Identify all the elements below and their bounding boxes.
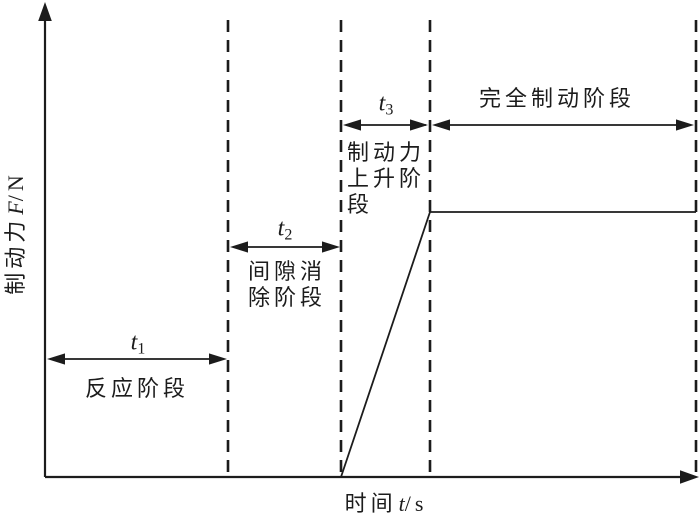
t1-base: t (130, 329, 138, 356)
y-axis-label: 制动力F/N (3, 171, 29, 294)
t3-arrowhead-right-icon (410, 119, 428, 131)
t1-arrowhead-right-icon (209, 353, 227, 365)
t2-base: t (277, 215, 285, 242)
t2-arrowhead-left-icon (230, 241, 248, 253)
x-axis-arrowhead-icon (680, 470, 699, 484)
force-curve (340, 211, 696, 478)
t3-base: t (378, 90, 386, 117)
phase-name-force-rise-line2: 上升阶 (347, 166, 426, 191)
y-axis-label-suffix: /N (3, 171, 28, 202)
x-axis-symbol: t (398, 491, 405, 516)
phase-name-reaction: 反应阶段 (84, 376, 190, 401)
phase-name-force-rise-line3: 段 (347, 192, 374, 217)
t3-duration-label: t3 (378, 90, 394, 119)
t1-sub: 1 (137, 340, 146, 358)
phase-name-force-rise-line1: 制动力 (347, 140, 426, 165)
phase-name-clearance-line1: 间隙消 (247, 259, 327, 284)
y-axis-label-prefix: 制动力 (3, 216, 28, 295)
t1-arrowhead-left-icon (47, 353, 65, 365)
x-axis-label-prefix: 时间 (344, 491, 397, 516)
full-braking-arrowhead-right-icon (676, 119, 694, 131)
phase-name-full-braking: 完全制动阶段 (478, 86, 636, 111)
t2-arrowhead-right-icon (322, 241, 340, 253)
phase-name-force-rise: 制动力 上升阶 段 (347, 140, 425, 218)
phase-name-clearance-line2: 除阶段 (247, 285, 327, 310)
x-axis-label: 时间t/s (345, 491, 428, 517)
t2-duration-label: t2 (277, 215, 293, 244)
t2-sub: 2 (284, 226, 293, 244)
y-axis-symbol: F (3, 201, 28, 215)
t1-duration-label: t1 (130, 329, 146, 358)
y-axis-arrowhead-icon (38, 2, 52, 21)
t3-sub: 3 (385, 101, 394, 119)
full-braking-arrowhead-left-icon (432, 119, 450, 131)
t3-arrowhead-left-icon (343, 119, 361, 131)
x-axis-label-suffix: /s (404, 491, 428, 516)
phase-name-clearance-elimination: 间隙消 除阶段 (248, 259, 326, 311)
